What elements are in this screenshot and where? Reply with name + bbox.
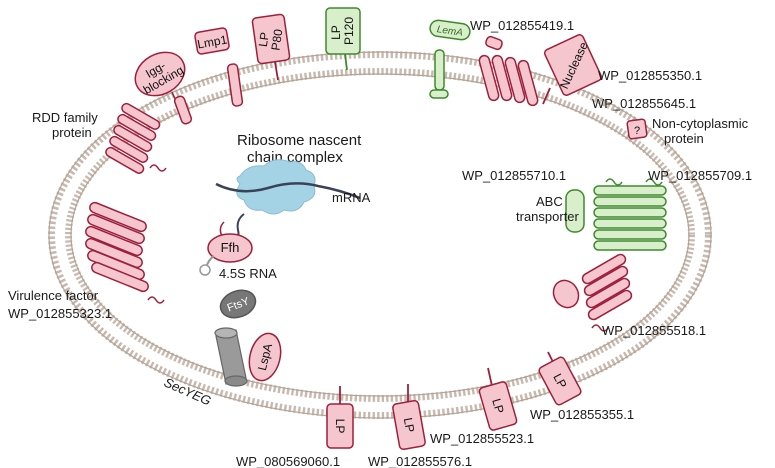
lema-label: LemA xyxy=(436,24,464,39)
virulence-label-1: Virulence factor xyxy=(8,288,99,303)
unknown-mark: ? xyxy=(634,125,640,137)
rdd-family-protein xyxy=(105,102,167,174)
non-cyto-label-2: protein xyxy=(664,131,704,146)
wp-576-label: WP_012855576.1 xyxy=(368,454,472,468)
lp-label-523: LP xyxy=(401,417,417,434)
wp-645-label: WP_012855645.1 xyxy=(592,96,696,111)
small-capsule-protein xyxy=(485,35,503,51)
wp-523-label: WP_012855523.1 xyxy=(430,431,534,446)
ribosome-label-1: Ribosome nascent xyxy=(237,132,362,149)
rdd-label-1: RDD family xyxy=(32,110,98,125)
ffh-protein: Ffh xyxy=(207,221,253,263)
lp-p120-protein: LP P120 xyxy=(325,7,361,71)
lp-p120-line-1: LP xyxy=(329,25,343,40)
lp-label-060: LP xyxy=(333,419,347,434)
lp-p80-line-2: P80 xyxy=(269,28,286,51)
lp-protein-355-right: LP xyxy=(538,351,582,406)
wp-355-label: WP_012855355.1 xyxy=(530,407,634,422)
multipass-protein-top xyxy=(478,54,539,107)
cell-membrane xyxy=(48,51,712,419)
multipass-protein-518 xyxy=(552,253,633,332)
abc-label-2: transporter xyxy=(516,209,580,224)
svg-text:LP P120: LP P120 xyxy=(329,17,356,45)
wp-709-label: WP_012855709.1 xyxy=(648,168,752,183)
lp-label-355-right: LP xyxy=(550,371,569,391)
abc-transporter xyxy=(565,178,667,251)
nuclease-protein: Nuclease xyxy=(542,34,603,105)
lp-p80-line-1: LP xyxy=(256,31,272,47)
igg-blocking-protein: Igg- blocking xyxy=(134,51,193,125)
ftsy-protein: FtsY xyxy=(219,289,257,319)
rdd-label-2: protein xyxy=(52,125,92,140)
lp-p80-protein: LP P80 xyxy=(251,13,291,81)
virulence-factor xyxy=(85,201,165,304)
non-cytoplasmic-protein: ? xyxy=(626,118,648,140)
lema-protein: LemA xyxy=(429,19,471,99)
mrna-strand xyxy=(215,182,361,200)
lp-label-355-left: LP xyxy=(489,397,507,415)
lp-protein-060: LP xyxy=(326,386,354,449)
wp-419-label: WP_012855419.1 xyxy=(470,18,574,33)
lp-protein-355-left: LP xyxy=(478,367,518,431)
lp-protein-523: LP xyxy=(392,384,426,451)
non-cyto-label-1: Non-cytoplasmic xyxy=(652,116,749,131)
virulence-label-2: WP_012855323.1 xyxy=(8,306,112,321)
abc-label-1: ABC xyxy=(536,194,563,209)
wp-518-label: WP_012855518.1 xyxy=(602,323,706,338)
lspa-label: LspA xyxy=(255,342,275,372)
svg-text:LP P80: LP P80 xyxy=(256,26,286,51)
4-5s-rna xyxy=(199,255,215,276)
lp-p120-line-2: P120 xyxy=(342,17,356,45)
wp-060-label: WP_080569060.1 xyxy=(236,454,340,468)
lspa-protein: LspA xyxy=(248,332,282,382)
mrna-label: mRNA xyxy=(332,190,371,205)
lmp1-protein: Lmp1 xyxy=(194,27,244,107)
ffh-label: Ffh xyxy=(221,240,240,255)
wp-350-label: WP_012855350.1 xyxy=(598,68,702,83)
rna-45s-label: 4.5S RNA xyxy=(219,266,277,281)
wp-710-label: WP_012855710.1 xyxy=(462,168,566,183)
lmp1-label: Lmp1 xyxy=(196,32,228,51)
secyeg-channel xyxy=(214,327,248,387)
